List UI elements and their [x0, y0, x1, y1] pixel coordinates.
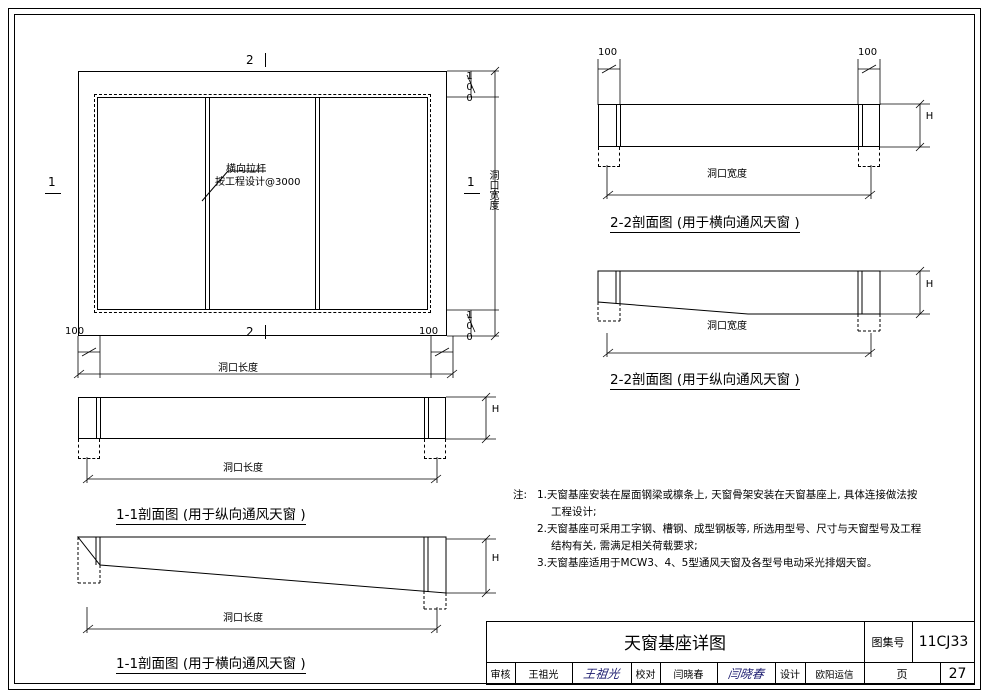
note-2-line-2: 结构有关, 需满足相关荷载要求; [551, 540, 698, 552]
sec11l-dim-length: 洞口长度 [223, 463, 263, 474]
sec22t-bottom-dim [602, 165, 876, 200]
sec22t-dim-100-left: 100 [598, 47, 618, 58]
plan-dim-100-left: 100 [65, 326, 85, 337]
sec22t-beam [598, 104, 880, 147]
title-block-divider-page [940, 662, 941, 685]
plan-tie-rod-2b [319, 97, 320, 310]
sec11t-dim-h: H [490, 553, 501, 564]
tb-div-4 [660, 662, 661, 685]
check-signature: 闫晓春 [726, 667, 765, 681]
sec11t-height-dim [446, 534, 496, 598]
sec11t-dim-length: 洞口长度 [223, 613, 263, 624]
tie-rod-label-line2: 按工程设计@3000 [215, 177, 301, 188]
album-number: 11CJ33 [918, 633, 969, 650]
tb-div-5 [717, 662, 718, 685]
section-mark-2-top: 2 [246, 53, 254, 67]
tb-div-7 [805, 662, 806, 685]
title-block-divider-h-right [864, 662, 975, 663]
page-label: 页 [896, 667, 908, 681]
sec22t-dim-h: H [924, 111, 935, 122]
sec22t-right-dashed [858, 147, 880, 167]
sec11t-caption: 1-1剖面图 (用于横向通风天窗 ) [116, 652, 306, 674]
tb-div-6 [775, 662, 776, 685]
plan-outer-rect [78, 71, 447, 336]
notes-prefix: 注: [513, 489, 528, 501]
sec22t-top-dims [597, 59, 881, 105]
plan-dim-100-bottom-right: 100 [464, 310, 475, 343]
sec22l-dim-width: 洞口宽度 [707, 321, 747, 332]
approval-label: 审核 [490, 670, 511, 681]
sec11l-left-line-b [100, 397, 101, 439]
tb-div-1 [515, 662, 516, 685]
sec11t-body [76, 536, 447, 610]
section-mark-1-right-tick [464, 193, 480, 194]
sec22t-left-dashed [598, 147, 620, 167]
note-1-line-2: 工程设计; [551, 506, 597, 518]
check-name: 闫晓春 [673, 670, 704, 681]
sec22t-caption: 2-2剖面图 (用于横向通风天窗 ) [610, 211, 800, 233]
sec22t-right-inner-line-b [862, 104, 863, 147]
plan-right-dims [447, 66, 500, 341]
plan-dim-width: 洞口宽度 [487, 170, 498, 210]
title-block-frame [486, 621, 975, 685]
sec22l-height-dim [880, 266, 930, 319]
title-block-divider-h [486, 662, 864, 663]
notes-block: 注: 1.天窗基座安装在屋面钢梁或檩条上, 天窗骨架安装在天窗基座上, 具体连接… [513, 487, 921, 572]
sec11t-bottom-dim [82, 607, 442, 634]
sec22t-dim-width: 洞口宽度 [707, 169, 747, 180]
page-number: 27 [948, 665, 967, 682]
sec11l-left-dashed [78, 439, 100, 459]
title-block-divider-main [864, 621, 865, 685]
sec22l-bottom-dim [602, 333, 876, 358]
sec22l-dim-h: H [924, 279, 935, 290]
section-mark-1-left: 1 [48, 175, 56, 189]
check-label: 校对 [635, 670, 656, 681]
sec11l-caption: 1-1剖面图 (用于纵向通风天窗 ) [116, 503, 306, 525]
plan-dim-length: 洞口长度 [218, 363, 258, 374]
plan-tie-rod-1b [209, 97, 210, 310]
note-3-line-1: 3.天窗基座适用于MCW3、4、5型通风天窗及各型号电动采光排烟天窗。 [537, 557, 878, 569]
design-name: 欧阳运信 [815, 669, 854, 681]
approval-name: 王祖光 [528, 670, 559, 681]
sec22t-dim-100-right: 100 [858, 47, 878, 58]
section-mark-1-right: 1 [467, 175, 475, 189]
tb-div-3 [631, 662, 632, 685]
tie-rod-label-line1: 横向拉杆 [226, 164, 266, 175]
sec11l-right-dashed [424, 439, 446, 459]
album-label: 图集号 [871, 635, 905, 649]
section-mark-2-bottom-tick [265, 325, 266, 339]
sec22t-height-dim [880, 99, 930, 152]
sec11l-dim-h: H [490, 404, 501, 415]
section-mark-1-left-tick [45, 193, 61, 194]
plan-inner-dashed-rect [94, 94, 431, 313]
sheet-border-inner: 横向拉杆 按工程设计@3000 2 2 1 1 [14, 14, 975, 685]
sec22l-body [597, 270, 881, 332]
tb-div-2 [572, 662, 573, 685]
design-label: 设计 [780, 670, 800, 681]
approval-signature: 王祖光 [582, 667, 621, 681]
section-mark-2-bottom: 2 [246, 325, 254, 339]
sec11l-right-line [424, 397, 425, 439]
sheet-title: 天窗基座详图 [624, 634, 726, 654]
note-1-line-1: 1.天窗基座安装在屋面钢梁或檩条上, 天窗骨架安装在天窗基座上, 具体连接做法按 [537, 489, 918, 501]
sec22t-left-inner-line [616, 104, 617, 147]
plan-tie-rod-1 [205, 97, 206, 310]
sec22t-right-inner-line [858, 104, 859, 147]
plan-tie-rod-2 [315, 97, 316, 310]
title-block-divider-album [912, 621, 913, 662]
sec11l-right-line-b [428, 397, 429, 439]
sec11l-bottom-dim [82, 457, 442, 484]
plan-dim-100-right: 100 [419, 326, 439, 337]
plan-bottom-dims [73, 336, 458, 379]
sec22t-left-inner-line-b [620, 104, 621, 147]
plan-dim-100-top-right: 100 [464, 71, 475, 104]
sec11l-left-line [96, 397, 97, 439]
tie-rod-leader [201, 170, 266, 202]
note-2-line-1: 2.天窗基座可采用工字钢、槽钢、成型钢板等, 所选用型号、尺寸与天窗型号及工程 [537, 523, 922, 535]
sec22l-caption: 2-2剖面图 (用于纵向通风天窗 ) [610, 368, 800, 390]
sec11l-beam [78, 397, 446, 439]
section-mark-2-top-tick [265, 53, 266, 67]
sec11l-height-dim [446, 392, 496, 444]
plan-inner-rect [97, 97, 428, 310]
